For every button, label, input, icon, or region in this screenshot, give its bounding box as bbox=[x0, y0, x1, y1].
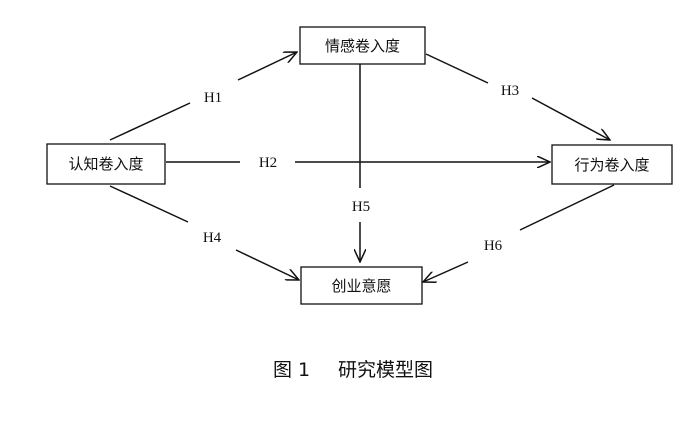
node-label: 创业意愿 bbox=[331, 277, 391, 295]
node-entrepreneurial-intention: 创业意愿 bbox=[300, 266, 423, 305]
node-label: 情感卷入度 bbox=[325, 37, 400, 55]
label-h2: H2 bbox=[259, 155, 277, 171]
figure-title: 研究模型图 bbox=[338, 359, 433, 381]
label-h4: H4 bbox=[203, 230, 222, 246]
edge-h1 bbox=[109, 52, 297, 141]
node-behavioral-involvement: 行为卷入度 bbox=[551, 144, 673, 185]
node-cognitive-involvement: 认知卷入度 bbox=[46, 143, 166, 185]
edge-h3 bbox=[425, 53, 610, 140]
node-label: 认知卷入度 bbox=[68, 155, 143, 173]
figure-number: 图 1 bbox=[273, 359, 310, 381]
edge-h4 bbox=[109, 185, 299, 280]
node-label: 行为卷入度 bbox=[574, 156, 649, 174]
label-h5: H5 bbox=[352, 199, 370, 215]
node-emotional-involvement: 情感卷入度 bbox=[299, 26, 426, 65]
label-h3: H3 bbox=[501, 83, 519, 99]
edge-h6 bbox=[423, 184, 615, 282]
label-h1: H1 bbox=[204, 90, 222, 106]
label-h6: H6 bbox=[484, 238, 503, 254]
